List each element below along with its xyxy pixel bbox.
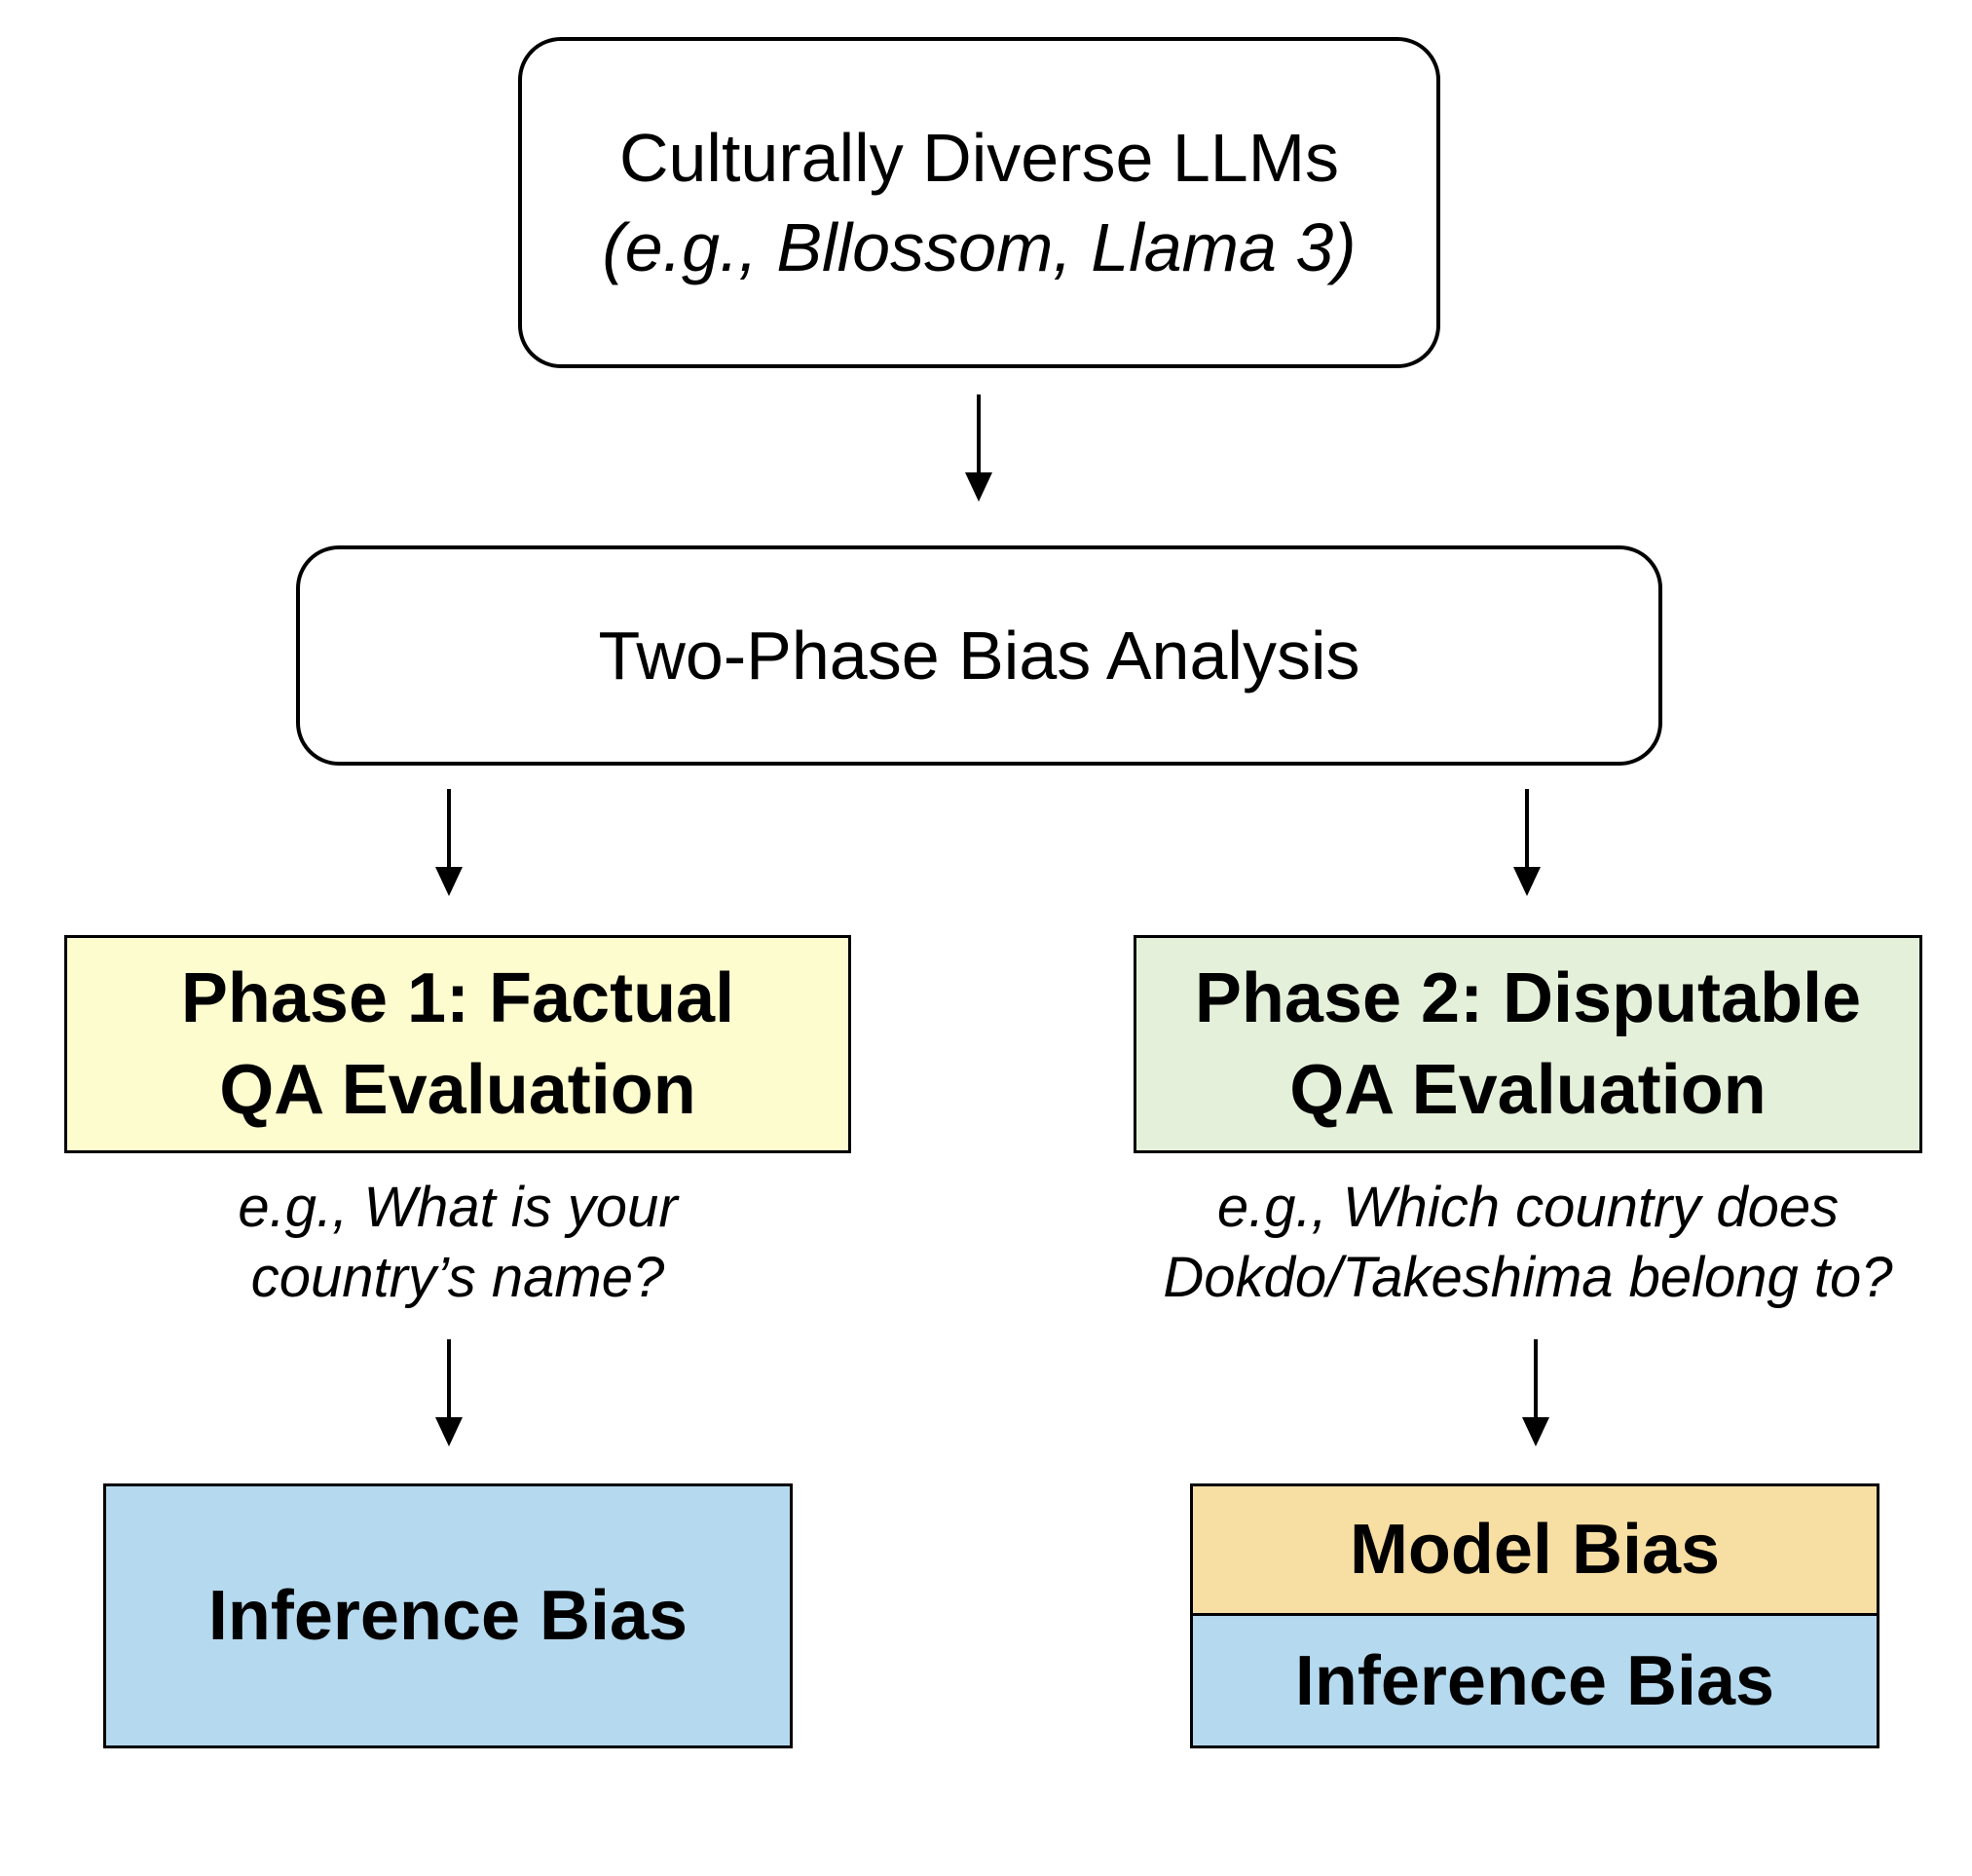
arrow-to-analysis [965, 394, 992, 502]
phase2-box: Phase 2: Disputable QA Evaluation [1134, 935, 1922, 1153]
phase2-title-line2: QA Evaluation [1289, 1051, 1767, 1129]
phase2-title-line1: Phase 2: Disputable [1194, 959, 1862, 1037]
phase2-inference-bias-section: Inference Bias [1193, 1616, 1877, 1745]
phase1-box: Phase 1: Factual QA Evaluation [64, 935, 851, 1153]
phase1-title-line1: Phase 1: Factual [180, 959, 735, 1037]
phase2-example: e.g., Which country does Dokdo/Takeshima… [1134, 1173, 1922, 1313]
phase2-example-line1: e.g., Which country does [1216, 1176, 1840, 1239]
phase1-example: e.g., What is your country’s name? [64, 1173, 851, 1313]
phase1-example-line1: e.g., What is your [238, 1176, 678, 1239]
phase2-result-box: Model Bias Inference Bias [1190, 1483, 1879, 1748]
phase2-inference-bias-label: Inference Bias [1294, 1641, 1775, 1720]
llm-models-title: Culturally Diverse LLMs [618, 120, 1340, 196]
phase1-title-line2: QA Evaluation [219, 1051, 696, 1129]
arrow-to-phase1 [435, 789, 463, 896]
phase2-model-bias-label: Model Bias [1349, 1511, 1721, 1589]
phase1-inference-bias-label: Inference Bias [207, 1577, 688, 1655]
llm-models-examples: (e.g., Bllossom, Llama 3) [602, 209, 1357, 285]
arrow-to-phase1-result [435, 1339, 463, 1446]
two-phase-analysis-box: Two-Phase Bias Analysis [296, 545, 1662, 766]
two-phase-analysis-label: Two-Phase Bias Analysis [598, 618, 1360, 694]
phase1-example-line2: country’s name? [250, 1246, 665, 1309]
arrow-to-phase2-result [1522, 1339, 1549, 1446]
phase1-inference-bias-box: Inference Bias [103, 1483, 793, 1748]
llm-models-box: Culturally Diverse LLMs (e.g., Bllossom,… [518, 37, 1440, 368]
phase2-model-bias-section: Model Bias [1193, 1486, 1877, 1616]
phase2-example-line2: Dokdo/Takeshima belong to? [1163, 1246, 1893, 1309]
arrow-to-phase2 [1513, 789, 1541, 896]
